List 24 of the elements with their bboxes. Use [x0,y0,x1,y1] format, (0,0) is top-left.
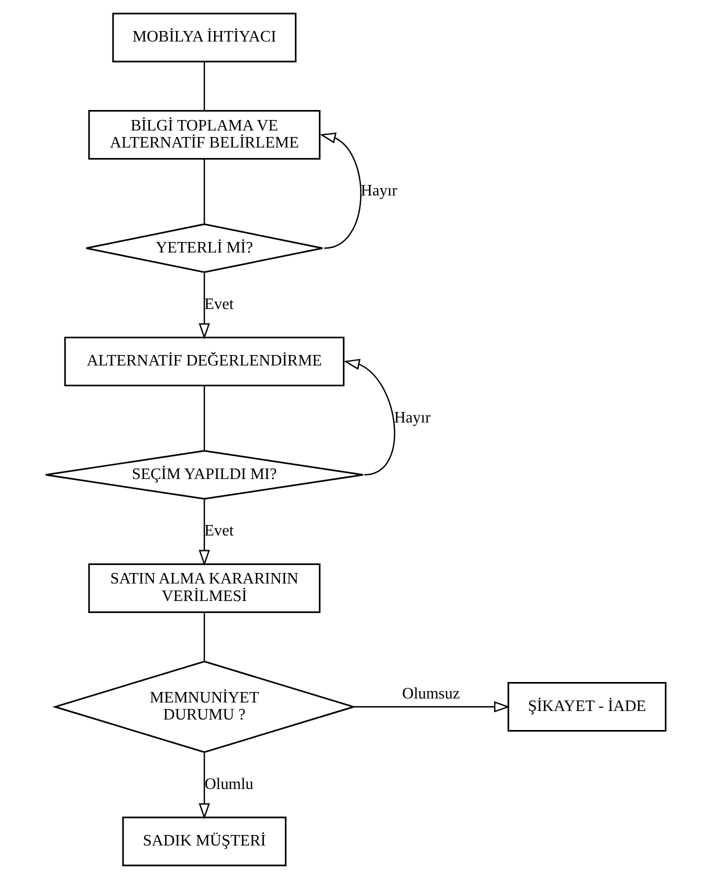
node-box: SADIK MÜŞTERİ [122,816,286,866]
arrow [354,701,510,712]
node-box: SATIN ALMA KARARININ VERİLMESİ [88,563,320,613]
arrow [198,752,210,820]
arrow [198,499,210,566]
node-box: MOBİLYA İHTİYACI [112,12,296,62]
node-diamond: SEÇİM YAPILDI MI? [44,450,364,500]
arrow [320,132,362,249]
arrow [344,358,396,476]
node-box: BİLGİ TOPLAMA VE ALTERNATİF BELİRLEME [88,110,320,160]
edge-label: Olumsuz [402,685,460,702]
edge-label: Olumlu [204,776,254,793]
edge-label: Evet [204,522,234,540]
arrow [198,272,210,340]
node-diamond: YETERLİ Mİ? [85,223,324,273]
connector [204,62,206,111]
connector [204,612,206,662]
edge-label: Evet [204,296,234,313]
node-box: ŞİKAYET - İADE [508,682,666,732]
connector [204,159,206,224]
node-diamond: MEMNUNİYET DURUMU ? [52,660,356,753]
node-box: ALTERNATİF DEĞERLENDİRME [64,336,344,386]
edge-label: Hayır [394,409,431,426]
connector [204,386,206,451]
